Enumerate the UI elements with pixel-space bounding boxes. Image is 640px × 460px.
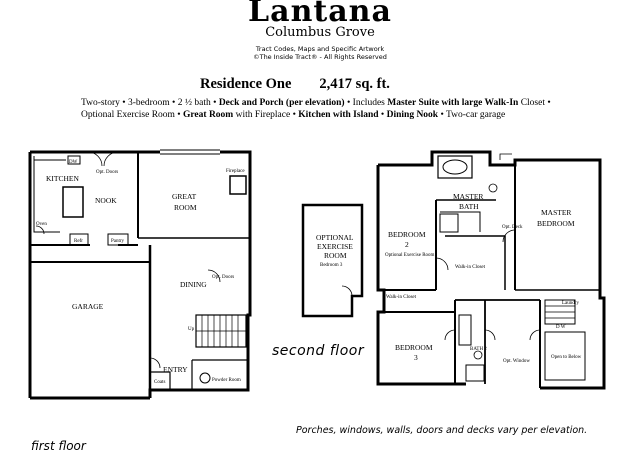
desc-bold: Master Suite with large Walk-In [387,98,519,108]
room-master-bath-2: BATH [459,202,479,211]
label-opt-deck: Opt. Deck [502,225,523,230]
label-powder: Powder Room [212,378,241,383]
label-opt-doors-2: Opt. Doors [212,275,234,280]
first-floor-labels: KITCHEN NOOK GREAT ROOM GARAGE DINING EN… [36,160,245,385]
label-laundry: Laundry [562,301,579,306]
room-kitchen: KITCHEN [46,174,79,183]
footer-note: Porches, windows, walls, doors and decks… [296,425,588,436]
label-opt-doors: Opt. Doors [96,170,118,175]
credits-line-1: Tract Codes, Maps and Specific Artwork [255,45,385,53]
label-oven: Oven [36,222,47,227]
residence-size: 2,417 sq. ft. [319,76,390,92]
opt-line-1: OPTIONAL [316,233,354,242]
desc-text: • Two-car garage [438,110,506,120]
room-master-bed-2: BEDROOM [537,219,575,228]
residence-heading: Residence One 2,417 sq. ft. [200,76,390,93]
desc-text: with Fireplace • [233,110,299,120]
room-bedroom2-2: 2 [405,240,409,249]
first-floor-plan [28,149,252,400]
label-walkin: Walk-in Closet [455,265,486,270]
second-floor-plan [376,150,606,390]
second-floor-labels: MASTER BATH MASTER BEDROOM BEDROOM 2 Opt… [385,192,582,364]
label-open-below: Open to Below [551,355,582,360]
page-title: Lantana [248,0,392,29]
room-great-2: ROOM [174,203,197,212]
room-bedroom3-1: BEDROOM [395,343,433,352]
label-dw: D W [556,325,566,330]
label-walkin-2: Walk-in Closet [386,295,417,300]
opt-sub: Bedroom 3 [320,263,343,268]
opt-line-3: ROOM [324,251,347,260]
label-dw: DW [69,160,78,165]
desc-text: • [378,110,387,120]
room-bedroom2-1: BEDROOM [388,230,426,239]
first-floor-label: first floor [31,439,86,453]
label-pantry: Pantry [111,239,125,244]
optional-exercise-plan [301,203,364,318]
room-entry: ENTRY [163,365,188,374]
label-fireplace: Fireplace [226,169,245,174]
desc-text: Closet • Optional Exercise Room • [81,98,551,120]
credits: Tract Codes, Maps and Specific Artwork ©… [0,45,640,61]
optional-exercise-labels: OPTIONAL EXERCISE ROOM Bedroom 3 [316,233,354,268]
room-great-1: GREAT [172,192,197,201]
room-dining: DINING [180,280,207,289]
desc-bold: Kitchen with Island [298,110,379,120]
label-up: Up [188,327,195,332]
desc-bold: Deck and Porch (per elevation) [218,98,345,108]
credits-line-2: ©The Inside Tract® - All Rights Reserved [253,53,387,61]
room-garage: GARAGE [72,302,104,311]
desc-bold: Great Room [183,110,234,120]
room-nook: NOOK [95,196,117,205]
opt-line-2: EXERCISE [317,242,353,251]
label-opt-window: Opt. Window [503,359,530,364]
label-bath2: BATH 2 [470,347,487,352]
community-name: Columbus Grove [265,25,375,40]
second-floor-label: second floor [272,343,365,359]
label-coats: Coats [154,380,165,385]
desc-bold: Dining Nook [386,110,439,120]
label-bedroom2-sub: Optional Exercise Room [385,253,435,258]
desc-text: Two-story • 3-bedroom • 2 ½ bath • [81,98,219,108]
room-master-bed-1: MASTER [541,208,571,217]
label-refr: Refr [74,239,83,244]
residence-description: Two-story • 3-bedroom • 2 ½ bath • Deck … [81,97,561,121]
room-master-bath-1: MASTER [453,192,483,201]
residence-name: Residence One [200,76,292,92]
room-bedroom3-2: 3 [414,353,418,362]
desc-text: • Includes [344,98,388,108]
